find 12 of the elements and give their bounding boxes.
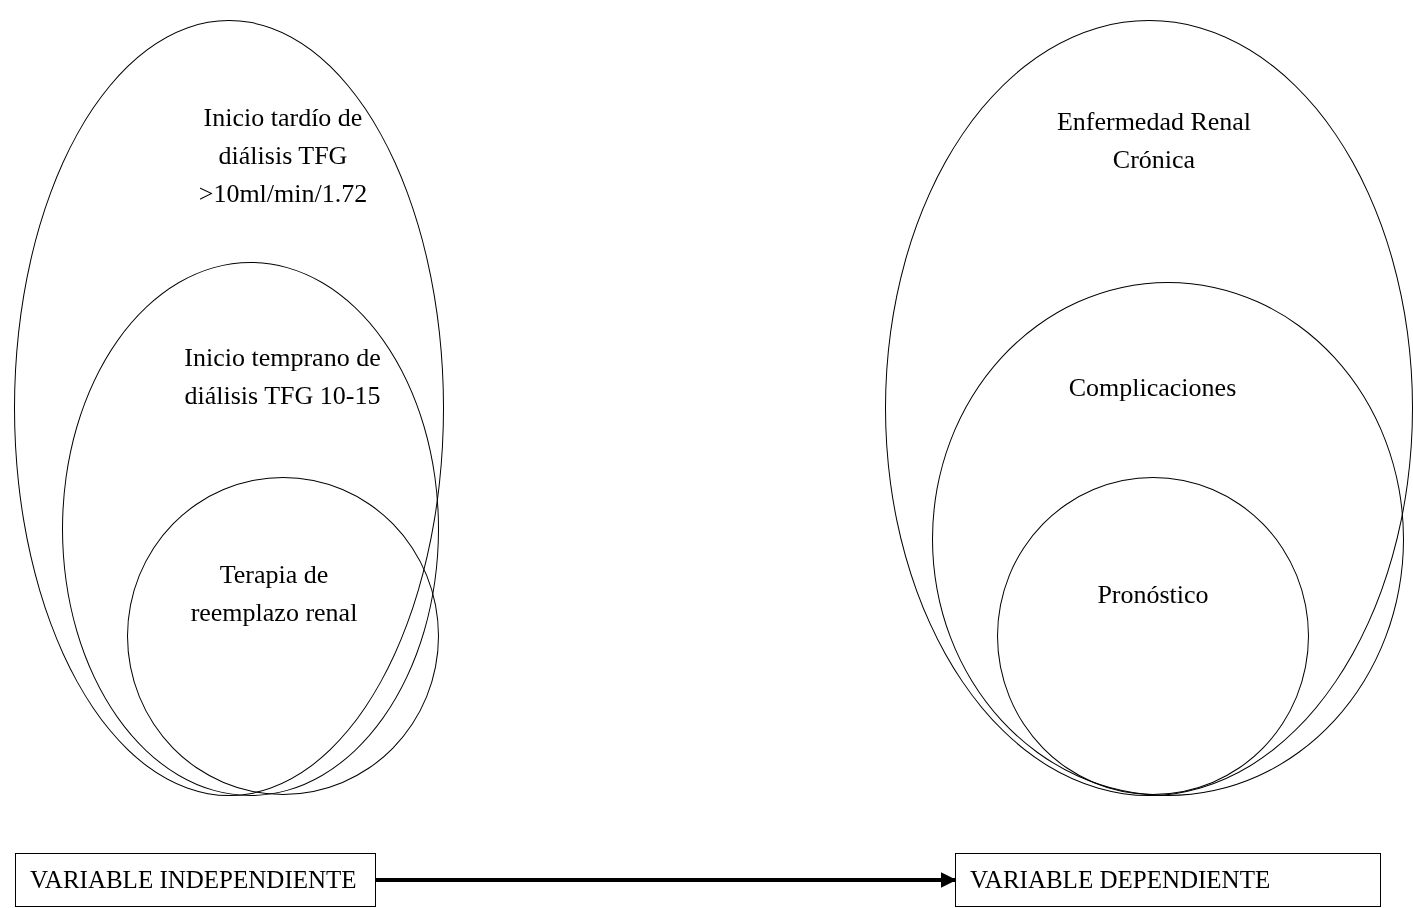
node-label: Complicaciones xyxy=(1067,371,1238,404)
node-label: VARIABLE INDEPENDIENTE xyxy=(30,865,358,895)
node-label: Terapia de reemplazo renal xyxy=(189,559,359,629)
node-label: Inicio temprano de diálisis TFG 10-15 xyxy=(183,341,382,412)
text-box xyxy=(15,853,376,907)
node-label: VARIABLE DEPENDIENTE xyxy=(970,865,1272,895)
node-label: Inicio tardío de diálisis TFG >10ml/min/1.72 xyxy=(197,102,369,210)
ellipse xyxy=(885,20,1413,796)
node-label: Enfermedad Renal Crónica xyxy=(1055,106,1253,176)
node-label: Pronóstico xyxy=(1096,579,1210,611)
arrow xyxy=(376,872,957,888)
text-box xyxy=(955,853,1381,907)
